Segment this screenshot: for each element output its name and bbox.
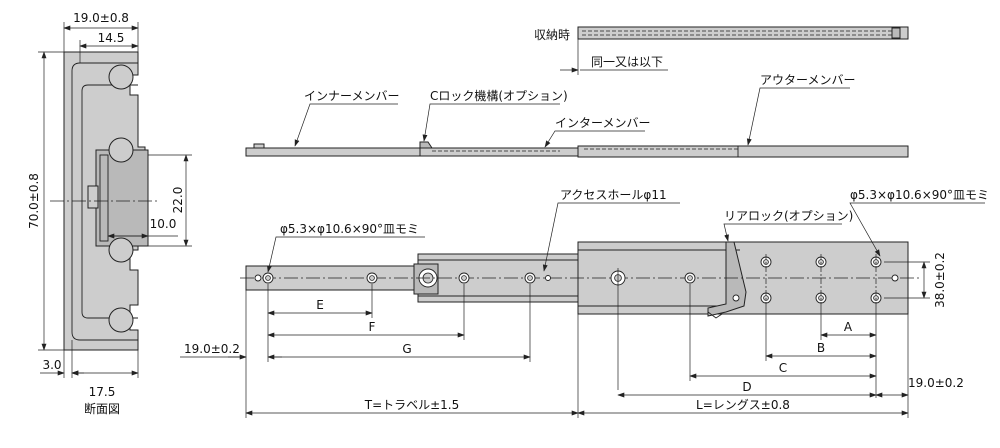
dim-C: C: [779, 361, 787, 375]
dim-height-mid: 22.0: [171, 187, 185, 214]
label-inner-member: インナーメンバー: [304, 89, 400, 103]
side-view: インナーメンバー Cロック機構(オプション) インターメンバー アウターメンバー: [245, 73, 909, 158]
stowed-note: 同一又は以下: [591, 55, 663, 69]
dim-hole-pitch-vertical: 38.0±0.2: [933, 252, 947, 308]
dim-A: A: [844, 320, 853, 334]
ball-bearing: [108, 64, 134, 90]
cross-section-caption: 断面図: [84, 401, 120, 416]
label-countersink-left: φ5.3×φ10.6×90°皿モミ: [280, 222, 419, 236]
dim-D: D: [742, 380, 751, 394]
dim-width-inner: 14.5: [98, 31, 125, 45]
cross-section-inner-channel: [71, 62, 138, 341]
cross-section-inter-channel: [81, 84, 138, 319]
dim-E: E: [316, 298, 324, 312]
dim-F: F: [369, 320, 376, 334]
dim-left-offset: 19.0±0.2: [184, 342, 240, 356]
stowed-rail: [577, 26, 909, 40]
dim-height-total: 70.0±0.8: [27, 173, 41, 229]
dim-G: G: [402, 342, 411, 356]
label-countersink-right: φ5.3×φ10.6×90°皿モミ: [850, 188, 989, 202]
label-outer-member: アウターメンバー: [760, 73, 856, 87]
mount-hole: [891, 274, 899, 282]
dim-B: B: [817, 341, 825, 355]
cross-section-inner-web: [99, 154, 109, 242]
label-access-hole: アクセスホールφ11: [560, 188, 667, 202]
dim-bottom-offset: 3.0: [42, 358, 61, 372]
ball-bearing: [108, 237, 134, 263]
extended-view: φ5.3×φ10.6×90°皿モミ アクセスホールφ11 リアロック(オプション…: [180, 188, 989, 418]
ball-bearing: [108, 137, 134, 163]
side-inter-member: [419, 147, 581, 157]
dim-right-offset: 19.0±0.2: [908, 376, 964, 390]
dim-length: L=レングス±0.8: [696, 398, 790, 412]
dim-bottom-width: 17.5: [89, 385, 116, 399]
dim-width-total: 19.0±0.8: [73, 11, 129, 25]
cross-section-inner-member: [95, 149, 149, 247]
mount-hole: [254, 274, 262, 282]
label-inter-member: インターメンバー: [555, 116, 651, 130]
stowed-view: 収納時 同一又は以下: [534, 26, 909, 75]
side-outer-member: [577, 145, 909, 158]
label-rear-lock: リアロック(オプション): [724, 209, 853, 223]
cross-section-view: 19.0±0.8 14.5 70.0±0.8 22.0 10.0 3.0 17.…: [27, 11, 192, 416]
cross-section-lock-tab: [87, 185, 99, 209]
dim-depth-mid: 10.0: [150, 217, 177, 231]
stowed-label: 収納時: [534, 28, 570, 42]
side-inner-member: [245, 147, 437, 157]
ball-bearing: [108, 307, 134, 333]
dim-travel: T=トラベル±1.5: [364, 398, 460, 412]
label-c-lock: Cロック機構(オプション): [430, 88, 568, 103]
